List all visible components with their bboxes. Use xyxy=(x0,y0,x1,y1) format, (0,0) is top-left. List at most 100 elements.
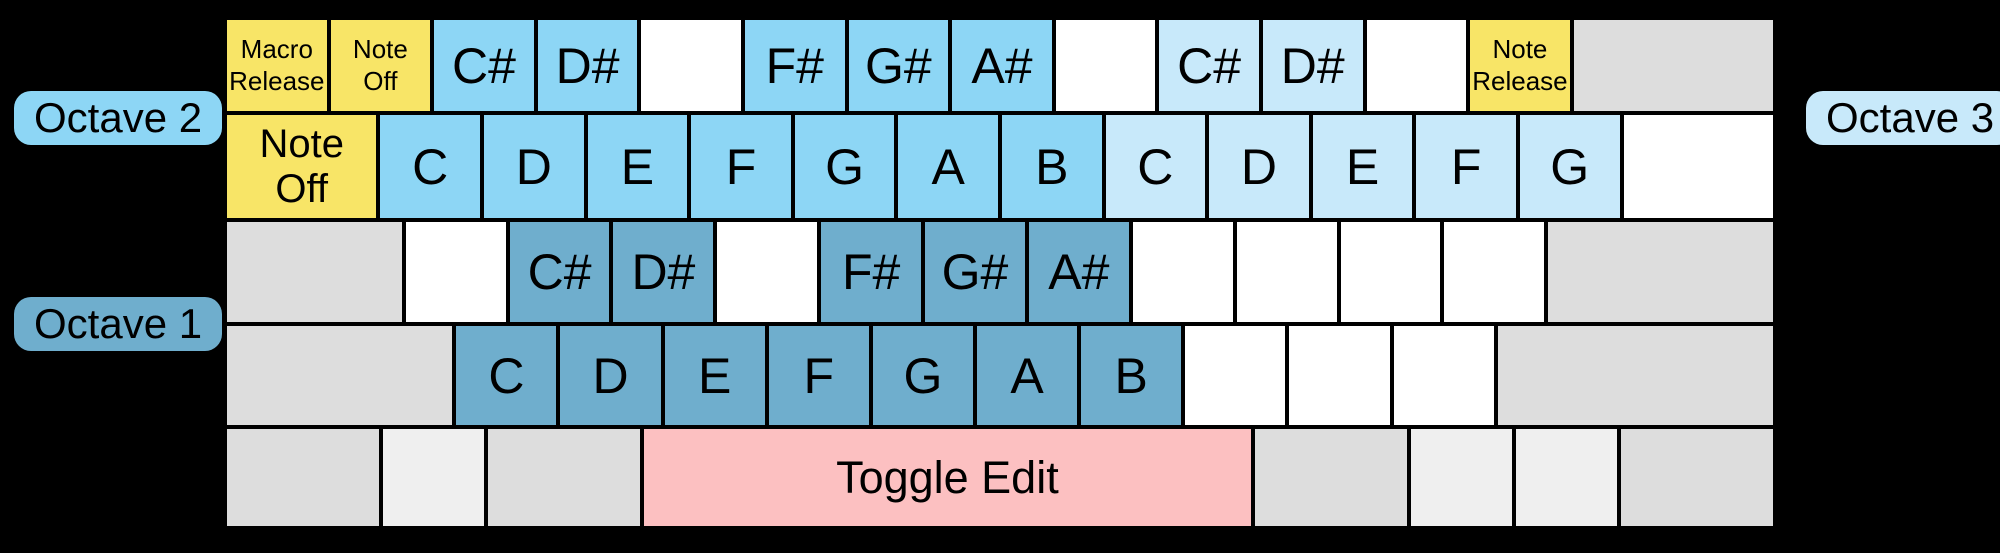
key-a-octave2: A xyxy=(896,113,1000,220)
key-label: Off xyxy=(275,166,329,211)
key-label: Off xyxy=(363,65,398,96)
key-c-octave2: C xyxy=(378,113,482,220)
key-label: Note xyxy=(1492,33,1548,64)
key-label: G xyxy=(825,138,865,195)
key-unmapped xyxy=(403,220,508,324)
key-asharp-octave1: A# xyxy=(1026,220,1131,324)
key-label: G# xyxy=(941,244,1009,300)
key-label: C xyxy=(488,347,525,404)
key-unused xyxy=(225,324,455,427)
key-a-octave1: A xyxy=(975,324,1080,427)
key-unmapped xyxy=(1183,324,1288,427)
key-d-octave1: D xyxy=(558,324,663,427)
key-label: D# xyxy=(555,37,620,94)
octave-1-label: Octave 1 xyxy=(14,297,223,351)
key-csharp-octave3: C# xyxy=(1157,18,1261,113)
key-label: C# xyxy=(1177,37,1242,94)
key-unmapped xyxy=(1130,220,1235,324)
key-csharp-octave1: C# xyxy=(507,220,612,324)
key-unused xyxy=(380,427,486,528)
key-label: Note xyxy=(352,33,408,64)
key-e-octave2: E xyxy=(585,113,690,220)
key-label: C xyxy=(412,138,449,195)
key-fsharp-octave2: F# xyxy=(742,18,847,113)
key-label: B xyxy=(1035,138,1069,195)
key-label: C xyxy=(1137,138,1174,195)
key-g-octave2: G xyxy=(792,113,897,220)
octave-3-label: Octave 3 xyxy=(1806,91,2000,145)
key-label: Release xyxy=(1472,65,1568,96)
key-unused xyxy=(1514,427,1620,528)
key-label: F xyxy=(725,138,757,195)
key-unmapped xyxy=(1621,113,1775,220)
key-label: D# xyxy=(1280,37,1345,94)
key-label: Release xyxy=(229,65,325,96)
octave-2-label: Octave 2 xyxy=(14,91,223,145)
key-f-octave1: F xyxy=(766,324,871,427)
key-e-octave3: E xyxy=(1310,113,1415,220)
key-label: Macro xyxy=(240,33,313,64)
key-unmapped xyxy=(1391,324,1496,427)
key-label: E xyxy=(1345,138,1380,195)
key-label: A# xyxy=(1048,244,1110,300)
key-unused xyxy=(1546,220,1775,324)
key-label: Toggle Edit xyxy=(836,452,1059,503)
key-unused xyxy=(1571,18,1775,113)
key-dsharp-octave2: D# xyxy=(535,18,640,113)
key-dsharp-octave3: D# xyxy=(1260,18,1365,113)
key-label: A xyxy=(1010,347,1044,404)
key-gsharp-octave2: G# xyxy=(846,18,951,113)
key-label: D xyxy=(515,138,552,195)
key-unmapped xyxy=(1338,220,1443,324)
key-c-octave3: C xyxy=(1103,113,1208,220)
key-b-octave2: B xyxy=(999,113,1104,220)
key-label: G# xyxy=(865,37,932,94)
key-e-octave1: E xyxy=(662,324,767,427)
key-label: E xyxy=(697,347,732,404)
key-label: Note xyxy=(259,121,344,166)
key-b-octave1: B xyxy=(1079,324,1184,427)
key-unused xyxy=(1619,427,1775,528)
key-g-octave1: G xyxy=(870,324,975,427)
key-unmapped xyxy=(1053,18,1158,113)
key-unmapped xyxy=(1287,324,1392,427)
key-unused xyxy=(225,427,381,528)
key-unmapped xyxy=(715,220,820,324)
key-unmapped xyxy=(1442,220,1547,324)
key-label: A xyxy=(931,138,965,195)
key-unused xyxy=(1253,427,1409,528)
key-unmapped xyxy=(639,18,743,113)
key-label: D# xyxy=(631,244,696,300)
key-unmapped xyxy=(1234,220,1339,324)
key-label: A# xyxy=(971,37,1033,94)
key-gsharp-octave1: G# xyxy=(923,220,1027,324)
key-label: D xyxy=(592,347,629,404)
key-label: G xyxy=(1550,138,1590,195)
key-label: C# xyxy=(452,37,516,94)
key-c-octave1: C xyxy=(454,324,559,427)
key-dsharp-octave1: D# xyxy=(611,220,716,324)
key-fsharp-octave1: F# xyxy=(819,220,924,324)
key-unused xyxy=(486,427,642,528)
key-label: F xyxy=(1450,138,1482,195)
key-label: E xyxy=(620,138,655,195)
key-unused xyxy=(1495,324,1776,427)
key-asharp-octave2: A# xyxy=(950,18,1054,113)
key-unmapped xyxy=(1364,18,1469,113)
key-label: F# xyxy=(765,37,824,94)
key-label: D xyxy=(1240,138,1277,195)
key-unused xyxy=(225,220,404,324)
key-label: F xyxy=(803,347,835,404)
key-unused xyxy=(1408,427,1514,528)
keyboard-row-5: Toggle Edit xyxy=(225,427,1775,528)
key-label: F# xyxy=(841,244,901,300)
